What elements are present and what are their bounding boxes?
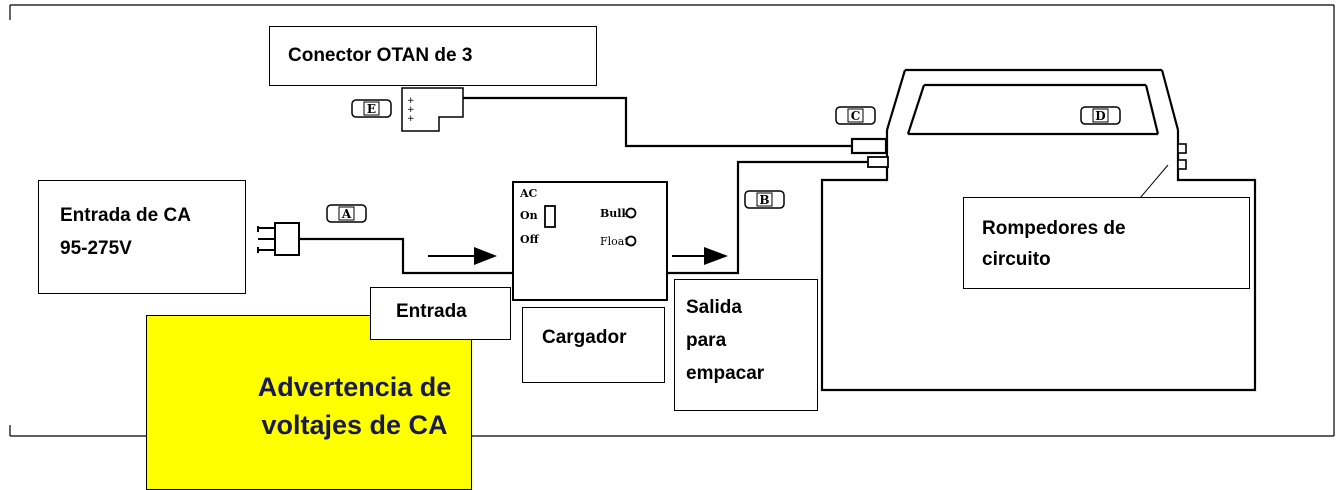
ac-voltage-warning-text: Advertencia de voltajes de CA bbox=[257, 372, 452, 440]
charger-unit: AC On Off Bulk Float bbox=[512, 181, 668, 301]
ac-plug bbox=[257, 222, 300, 256]
tag-b: B bbox=[744, 190, 785, 209]
tag-d: D bbox=[1080, 106, 1121, 125]
svg-text:+: + bbox=[407, 96, 415, 106]
ac-input-label: Entrada de CA 95-275V bbox=[60, 205, 191, 259]
ac-input-label-box: Entrada de CA 95-275V bbox=[38, 180, 246, 294]
breakers-label-box: Rompedores de circuito bbox=[963, 197, 1250, 289]
battery-pack bbox=[820, 68, 1257, 392]
charger-power-switch bbox=[544, 205, 556, 228]
svg-text:D: D bbox=[1095, 109, 1105, 123]
breaker-switch-2 bbox=[1177, 159, 1187, 170]
input-arrow bbox=[428, 247, 497, 265]
svg-text:A: A bbox=[341, 207, 352, 221]
breaker-leader-line bbox=[1139, 164, 1169, 199]
wires bbox=[299, 96, 1169, 275]
breakers-label: Rompedores de circuito bbox=[982, 218, 1126, 270]
bulk-indicator-icon bbox=[625, 207, 637, 219]
output-label: Salida para empacar bbox=[686, 297, 765, 384]
otan-pins: + + + bbox=[407, 96, 415, 124]
svg-text:+: + bbox=[407, 114, 415, 124]
output-arrow bbox=[672, 247, 728, 265]
tag-a: A bbox=[326, 204, 367, 223]
ac-voltage-warning-box: Advertencia de voltajes de CA bbox=[146, 315, 472, 490]
tag-e: E bbox=[351, 99, 392, 118]
input-label: Entrada bbox=[396, 301, 467, 322]
charger-ac-label: AC bbox=[519, 187, 538, 200]
breaker-switch-1 bbox=[1177, 143, 1187, 154]
charger-off-label: Off bbox=[520, 233, 540, 246]
otan-connector-label-box: Conector OTAN de 3 bbox=[269, 26, 597, 86]
otan-connector-plug bbox=[401, 87, 464, 132]
charger-bulk-label: Bulk bbox=[600, 207, 629, 220]
tag-c: C bbox=[835, 106, 876, 125]
otan-receptacle bbox=[850, 137, 888, 155]
svg-text:E: E bbox=[367, 102, 376, 116]
input-label-box: Entrada bbox=[370, 287, 511, 340]
ac-input-wire bbox=[299, 237, 545, 275]
charging-receptacle bbox=[867, 156, 889, 168]
charger-label-box: Cargador bbox=[522, 307, 665, 383]
charger-label: Cargador bbox=[542, 327, 627, 348]
charger-float-label: Float bbox=[600, 235, 629, 248]
output-label-box: Salida para empacar bbox=[674, 279, 818, 411]
float-indicator-icon bbox=[625, 235, 637, 247]
svg-text:C: C bbox=[851, 109, 861, 123]
charger-on-label: On bbox=[520, 209, 538, 222]
otan-wire bbox=[463, 96, 852, 148]
svg-text:+: + bbox=[407, 105, 415, 115]
charger-output-wire bbox=[638, 160, 868, 275]
svg-text:B: B bbox=[759, 193, 769, 207]
otan-connector-label: Conector OTAN de 3 bbox=[288, 45, 473, 66]
